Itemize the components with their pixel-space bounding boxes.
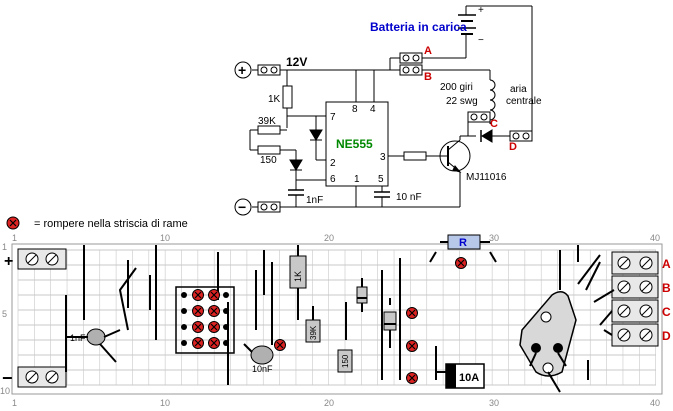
label-d: D bbox=[509, 141, 517, 153]
plus-symbol: + bbox=[238, 62, 246, 78]
terminal-d-block bbox=[509, 130, 533, 142]
battery-plus-sign: + bbox=[478, 5, 484, 16]
break-marker-cross bbox=[194, 307, 202, 315]
pin-5: 5 bbox=[378, 174, 384, 185]
board-label-c: C bbox=[662, 305, 671, 319]
board-10nf-label: 10nF bbox=[252, 364, 273, 374]
schematic-terminals bbox=[234, 52, 533, 216]
pin-3: 3 bbox=[380, 152, 386, 163]
legend: = rompere nella striscia di rame bbox=[6, 216, 188, 230]
wire-links bbox=[65, 245, 615, 385]
pin-8: 8 bbox=[352, 104, 358, 115]
minus-circle bbox=[234, 198, 252, 216]
top-ruler-1: 1 bbox=[12, 233, 17, 243]
terminal-b-block bbox=[399, 64, 423, 76]
left-ruler-10: 10 bbox=[0, 386, 10, 396]
top-ruler-10: 10 bbox=[160, 233, 170, 243]
break-marker-cross bbox=[210, 323, 218, 331]
break-marker-cross bbox=[210, 291, 218, 299]
break-marker-cross bbox=[210, 339, 218, 347]
break-marker-cross bbox=[457, 259, 465, 267]
terminal-minus-block bbox=[257, 201, 281, 213]
c-timing-label: 1nF bbox=[306, 195, 323, 206]
break-markers bbox=[192, 257, 467, 384]
break-marker-cross bbox=[210, 307, 218, 315]
coil-wire-label: 22 swg bbox=[446, 96, 478, 107]
break-marker-cross bbox=[194, 291, 202, 299]
board-150-label: 150 bbox=[341, 354, 350, 368]
board-label-a: A bbox=[662, 257, 671, 271]
supply-label: 12V bbox=[286, 55, 307, 69]
bottom-ruler-30: 30 bbox=[489, 398, 499, 408]
pin-2: 2 bbox=[330, 158, 336, 169]
top-ruler-30: 30 bbox=[489, 233, 499, 243]
board-terminal-minus bbox=[17, 366, 67, 388]
c-control-label: 10 nF bbox=[396, 192, 422, 203]
board-resistor-1k bbox=[289, 255, 307, 289]
coil-turns-label: 200 giri bbox=[440, 82, 473, 93]
board-r-label: R bbox=[459, 237, 467, 249]
pin-1: 1 bbox=[354, 174, 360, 185]
chip-label: NE555 bbox=[336, 137, 373, 151]
board-transistor bbox=[519, 291, 577, 393]
pin-6: 6 bbox=[330, 174, 336, 185]
board-minus: − bbox=[2, 368, 13, 388]
board-terminal-plus bbox=[17, 248, 67, 270]
break-marker-cross bbox=[408, 374, 416, 382]
board-fuse-label: 10A bbox=[459, 372, 479, 384]
board-39k-label: 39K bbox=[309, 325, 318, 340]
terminal-a-block bbox=[399, 52, 423, 64]
r3-label: 150 bbox=[260, 155, 277, 166]
r1-label: 1K bbox=[268, 94, 281, 105]
bottom-ruler-10: 10 bbox=[160, 398, 170, 408]
ic-socket bbox=[175, 286, 235, 354]
break-marker-cross bbox=[408, 309, 416, 317]
label-a: A bbox=[424, 45, 432, 57]
terminal-plus-block bbox=[257, 64, 281, 76]
board-diode-2 bbox=[383, 311, 397, 331]
legend-text: = rompere nella striscia di rame bbox=[34, 218, 188, 230]
battery-symbol bbox=[422, 5, 533, 136]
board-label-b: B bbox=[662, 281, 671, 295]
bottom-ruler-1: 1 bbox=[12, 398, 17, 408]
battery-label: Batteria in carica bbox=[370, 20, 467, 34]
minus-symbol: − bbox=[238, 199, 246, 215]
top-ruler-20: 20 bbox=[324, 233, 334, 243]
r2-label: 39K bbox=[258, 116, 276, 127]
plus-circle bbox=[234, 61, 252, 79]
left-ruler-5: 5 bbox=[2, 309, 7, 319]
coil-core-label-1: aria bbox=[510, 84, 527, 95]
schematic bbox=[249, 5, 533, 208]
terminal-c-block bbox=[467, 111, 491, 123]
break-marker-cross bbox=[276, 341, 284, 349]
board-plus: + bbox=[4, 253, 13, 270]
board-cap-10nf bbox=[250, 345, 274, 365]
pin-4: 4 bbox=[370, 104, 376, 115]
battery-minus-sign: − bbox=[478, 35, 484, 46]
board-1k-label: 1K bbox=[293, 271, 303, 282]
left-ruler-1: 1 bbox=[2, 242, 7, 252]
board-resistor-150 bbox=[337, 349, 353, 373]
break-marker-cross bbox=[194, 339, 202, 347]
break-marker-cross bbox=[408, 342, 416, 350]
transistor-label: MJ11016 bbox=[466, 172, 507, 183]
stripboard: 1 10 20 30 40 1 10 20 30 40 1 5 10 + − bbox=[0, 233, 671, 408]
bottom-ruler-40: 40 bbox=[650, 398, 660, 408]
board-label-d: D bbox=[662, 329, 671, 343]
coil-core-label-2: centrale bbox=[506, 96, 542, 107]
label-c: C bbox=[490, 118, 498, 130]
board-diode-1 bbox=[356, 286, 368, 304]
pin-7: 7 bbox=[330, 112, 336, 123]
break-marker-cross bbox=[194, 323, 202, 331]
board-cap-1nf bbox=[86, 328, 106, 346]
bottom-ruler-20: 20 bbox=[324, 398, 334, 408]
board-1nf-label: 1nF bbox=[70, 333, 86, 343]
label-b: B bbox=[424, 71, 432, 83]
top-ruler-40: 40 bbox=[650, 233, 660, 243]
